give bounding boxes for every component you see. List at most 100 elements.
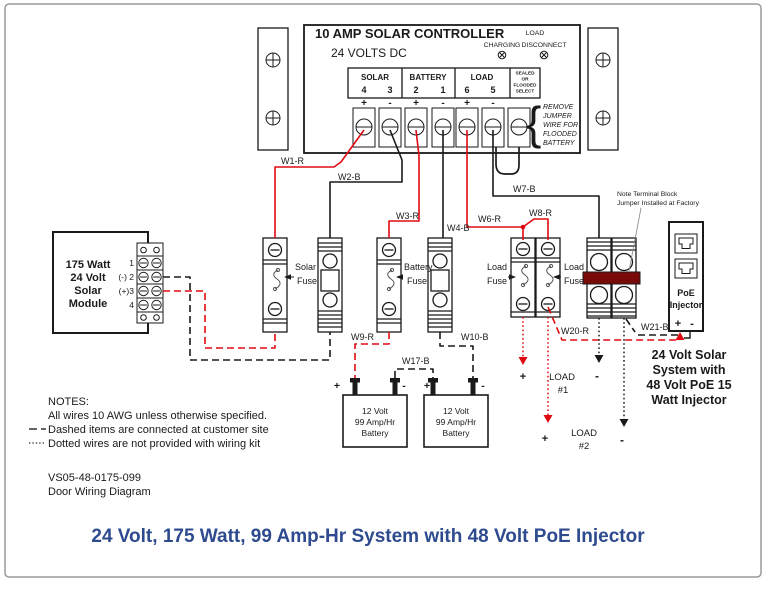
module-terminal-neg: (-) 2 — [118, 272, 134, 282]
group-load-label: LOAD — [471, 73, 494, 82]
load1-plus: + — [520, 371, 526, 383]
arrow-icon — [553, 274, 560, 280]
svg-text:System with: System with — [653, 363, 726, 377]
wire-label-w3: W3-R — [396, 211, 419, 221]
terminal-3: 3 — [387, 85, 392, 95]
controller-voltage: 24 VOLTS DC — [331, 46, 407, 60]
controller-assembly: 10 AMP SOLAR CONTROLLER 24 VOLTS DC CHAR… — [257, 24, 619, 175]
svg-text:Battery: Battery — [362, 428, 390, 438]
svg-text:FLOODED: FLOODED — [543, 131, 577, 138]
svg-text:24 Volt: 24 Volt — [70, 272, 106, 284]
poe-plus: + — [675, 318, 681, 330]
terminal-1: 1 — [440, 85, 445, 95]
wire-label-w9: W9-R — [351, 332, 374, 342]
wire-w7-b — [492, 130, 600, 238]
svg-text:Injector: Injector — [670, 300, 703, 310]
brace: { — [526, 97, 541, 149]
svg-text:Fuse: Fuse — [407, 276, 427, 286]
load-fuse-2-label: Load — [564, 262, 584, 272]
module-label: 175 Watt — [66, 259, 111, 271]
battery-fuse-holder — [376, 237, 402, 333]
jumper-note: REMOVE JUMPER WIRE FOR FLOODED BATTERY — [542, 104, 578, 147]
poe-label: PoE — [677, 288, 695, 298]
load-fuse-1-label: Load — [487, 262, 507, 272]
wire-w17-b — [394, 368, 434, 378]
rj45-jack-icon — [674, 233, 698, 254]
terminal-label-box: SOLAR 4 3 BATTERY 2 1 LOAD 6 5 SEALED OR… — [347, 67, 541, 99]
poe-injector: PoE Injector + - — [668, 221, 704, 332]
wire-label-w17: W17-B — [402, 356, 430, 366]
terminal-4: 4 — [361, 85, 366, 95]
arrow-icon — [284, 274, 291, 280]
svg-text:Fuse: Fuse — [487, 276, 507, 286]
wire-w8-r — [522, 218, 549, 240]
svg-text:SELECT: SELECT — [516, 89, 535, 94]
wire-label-w20: W20-R — [561, 326, 590, 336]
module-positive-wire — [163, 290, 276, 349]
svg-text:Module: Module — [69, 298, 108, 310]
svg-text:24 Volt Solar: 24 Volt Solar — [652, 348, 727, 362]
mount-bracket-right — [587, 27, 619, 151]
group-battery-label: BATTERY — [410, 73, 448, 82]
svg-text:Jumper Installed at Factory: Jumper Installed at Factory — [617, 200, 700, 207]
battery-fuse-label: Battery — [404, 262, 433, 272]
note-line-1: All wires 10 AWG unless otherwise specif… — [48, 410, 267, 422]
wire-label-w10: W10-B — [461, 332, 489, 342]
solar-fuse-holder — [262, 237, 288, 333]
terminal-5: 5 — [490, 85, 495, 95]
led-charging-label: CHARGING — [484, 42, 521, 49]
module-terminal-block — [136, 242, 164, 324]
battery1-minus: - — [402, 380, 406, 392]
screw-terminal-icon — [378, 107, 402, 148]
doc-name: Door Wiring Diagram — [48, 486, 151, 498]
arrow-icon — [396, 274, 403, 280]
load2-minus: - — [620, 433, 624, 447]
system-label: 24 Volt Solar System with 48 Volt PoE 15… — [646, 348, 731, 407]
svg-text:Fuse: Fuse — [564, 276, 584, 286]
wire-label-w2: W2-B — [338, 172, 361, 182]
screw-terminals — [352, 107, 531, 148]
battery-2-label: 12 Volt — [443, 406, 470, 416]
wire-label-w8: W8-R — [529, 208, 552, 218]
svg-text:OR: OR — [521, 77, 529, 82]
load2-label: LOAD — [571, 428, 597, 439]
wire-w2-b — [329, 129, 403, 238]
module-terminal-4: 4 — [129, 300, 134, 310]
module-terminal-pos: (+)3 — [119, 286, 135, 296]
wire-w20-r — [547, 306, 678, 341]
doc-number: VS05-48-0175-099 — [48, 472, 141, 484]
battery-1-box — [342, 394, 408, 448]
wire-w6-r — [466, 130, 524, 240]
svg-text:#1: #1 — [558, 385, 569, 396]
notes-block: NOTES: All wires 10 AWG unless otherwise… — [29, 396, 269, 498]
battery-bank: + - + - 12 Volt 99 Amp/Hr Battery 12 Vol… — [334, 378, 489, 448]
battery2-plus: + — [424, 380, 430, 392]
load1-label: LOAD — [549, 372, 575, 383]
customer-wires: W9-R W10-B W17-B W20-R W21-B — [163, 276, 691, 378]
svg-text:+: + — [464, 98, 470, 109]
led-load-disconnect-label: LOAD — [526, 30, 545, 37]
battery-1-label: 12 Volt — [362, 406, 389, 416]
fuse-holders: Solar Fuse Battery Fuse Load Fuse Load F… — [262, 237, 641, 333]
kit-wires: W1-R W2-B W3-R W4-B W6-R W7-B W8-R — [274, 129, 600, 240]
terminal-2: 2 — [413, 85, 418, 95]
controller-title: 10 AMP SOLAR CONTROLLER — [315, 26, 505, 41]
wire-w1-r — [274, 129, 365, 238]
wire-w21-end — [684, 331, 691, 339]
group-solar-label: SOLAR — [361, 73, 389, 82]
load2-plus: + — [542, 433, 548, 445]
select-label: SEALED — [515, 71, 535, 76]
terminal-6: 6 — [464, 85, 469, 95]
module-terminal-1: 1 — [129, 258, 134, 268]
svg-text:JUMPER: JUMPER — [542, 113, 572, 120]
svg-text:WIRE FOR: WIRE FOR — [543, 122, 578, 129]
solar-fuse-spare-holder — [317, 237, 343, 333]
note-leader-line — [628, 207, 642, 272]
solar-module: 175 Watt 24 Volt Solar Module 1 (-) 2 (+… — [52, 231, 164, 334]
solar-module-box — [52, 231, 149, 334]
svg-text:Solar: Solar — [74, 285, 102, 297]
svg-text:FLOODED: FLOODED — [514, 83, 538, 88]
svg-text:48 Volt PoE 15: 48 Volt PoE 15 — [646, 378, 731, 392]
charging-led-icon — [497, 50, 507, 60]
